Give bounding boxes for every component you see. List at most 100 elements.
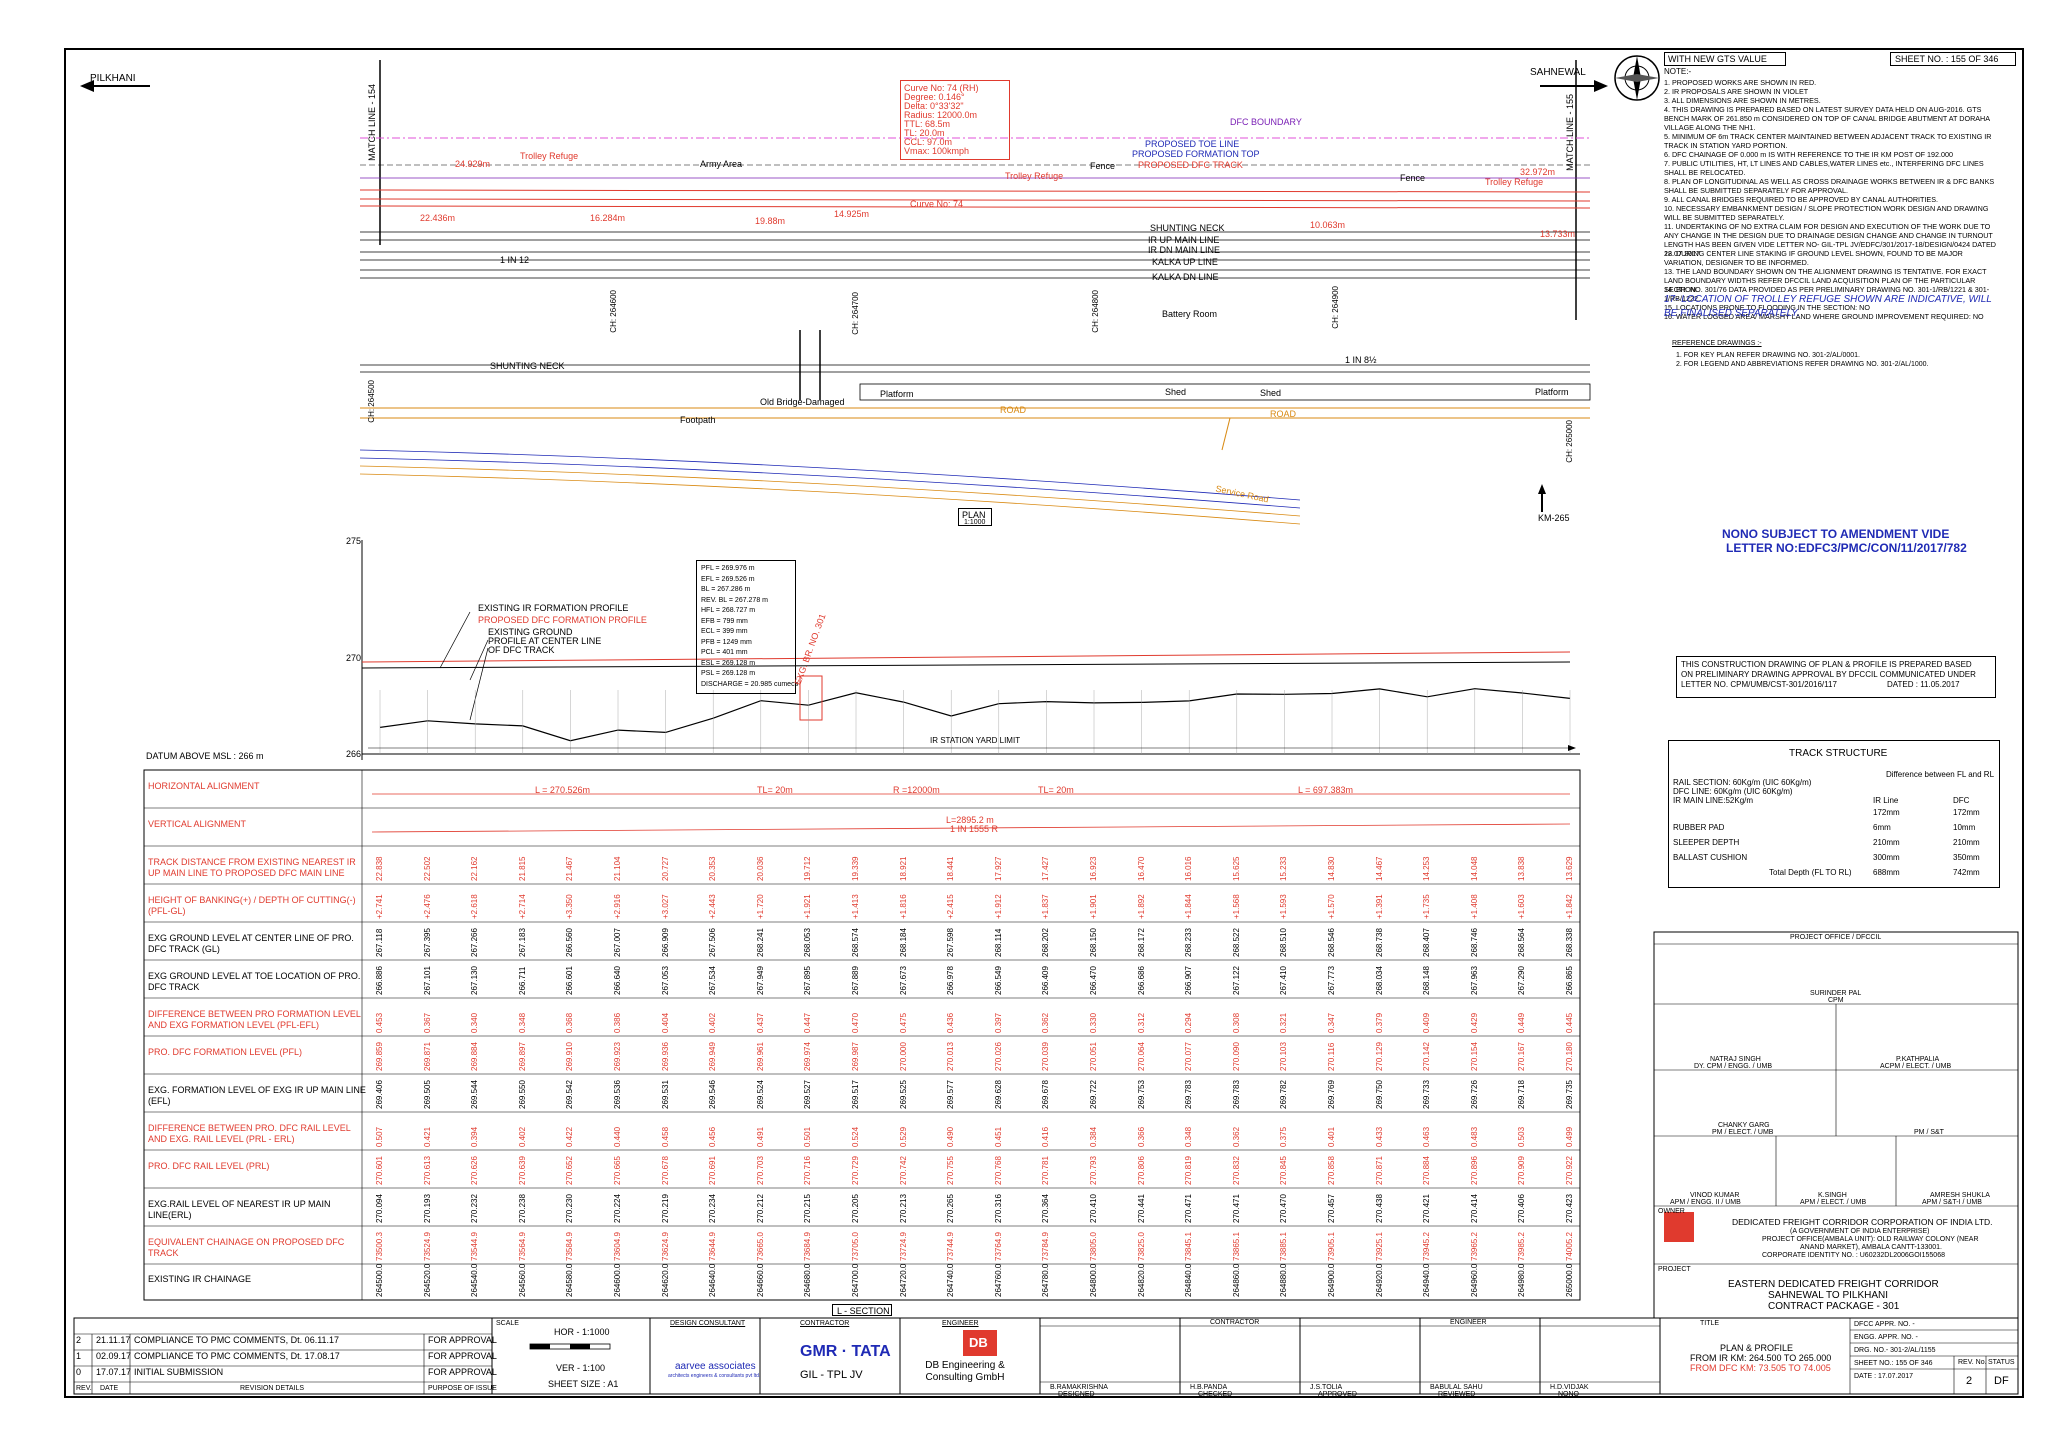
- grid-row-label: EXISTING IR CHAINAGE: [148, 1274, 252, 1284]
- gil-label: GIL - TPL JV: [800, 1369, 863, 1381]
- owner-sub3: ANAND MARKET), AMBALA CANTT-133001.: [1800, 1244, 1942, 1251]
- right-direction-label: SAHNEWAL: [1530, 67, 1586, 78]
- drg-no: DRG. NO.- 301-2/AL/1155: [1854, 1347, 1936, 1354]
- track-structure-row-name: BALLAST CUSHION: [1673, 853, 1748, 862]
- bridge-data-line: BL = 267.286 m: [701, 586, 751, 593]
- project-office: PROJECT OFFICE / DFCCIL: [1790, 934, 1882, 941]
- dim-2: 16.284m: [590, 213, 626, 223]
- ir-up-main-label: IR UP MAIN LINE: [1148, 235, 1220, 245]
- rev-head: REV.: [76, 1385, 92, 1392]
- note-item: 8. PLAN OF LONGITUDINAL AS WELL AS CROSS…: [1664, 177, 1995, 195]
- bridge-data-line: ESL = 269.128 m: [701, 659, 756, 667]
- track-structure-dfc: 742mm: [1953, 868, 1980, 877]
- road-label-2: ROAD: [1270, 409, 1297, 419]
- v-align-1: L=2895.2 m: [946, 815, 994, 825]
- battery-room-label: Battery Room: [1162, 309, 1218, 319]
- legend-dfc-formation: PROPOSED DFC FORMATION PROFILE: [478, 615, 647, 625]
- platform-label-2: Platform: [1535, 387, 1569, 397]
- plan-label-box: PLAN 1:1000: [958, 508, 992, 526]
- toe-line-label: PROPOSED TOE LINE: [1145, 139, 1240, 149]
- note-item: 6. DFC CHAINAGE OF 0.000 m IS WITH REFER…: [1664, 150, 1954, 159]
- bridge-data-box: PFL = 269.976 m EFL = 269.526 m BL = 267.2…: [696, 560, 798, 694]
- platform-label-1: Platform: [880, 389, 914, 399]
- aarvee-sub: architects engineers & consultants pvt l…: [668, 1373, 761, 1379]
- official-pm-st: PM / S&T: [1914, 1129, 1944, 1136]
- scale-ver: VER - 1:100: [556, 1363, 606, 1373]
- db-logo: DB: [969, 1335, 988, 1350]
- title-line2: FROM IR KM: 264.500 TO 265.000: [1690, 1353, 1832, 1363]
- signoff-contractor: CONTRACTOR: [1210, 1319, 1260, 1326]
- note-item: 3. ALL DIMENSIONS ARE SHOWN IN METRES.: [1664, 96, 1821, 105]
- rev-0-purpose: FOR APPROVAL: [428, 1367, 497, 1377]
- bridge-data-line: REV. BL = 267.278 m: [701, 596, 768, 604]
- official-ksingh-role: APM / ELECT. / UMB: [1800, 1199, 1867, 1206]
- project-line1: EASTERN DEDICATED FREIGHT CORRIDOR: [1728, 1279, 1939, 1290]
- grid-row-label: TRACK DISTANCE FROM EXISTING NEAREST IR …: [148, 857, 356, 878]
- grid-row-label: EXG. FORMATION LEVEL OF EXG IR UP MAIN L…: [148, 1085, 366, 1106]
- scale-hor: HOR - 1:1000: [554, 1327, 610, 1337]
- official-chanky-role: PM / ELECT. / UMB: [1712, 1129, 1774, 1136]
- rev-head-date: DATE: [100, 1385, 119, 1392]
- bridge-data-line: EFB = 799 mm: [701, 617, 748, 625]
- note-item: 15. LOCATIONS PRONE TO FLOODING IN THE S…: [1664, 303, 1870, 312]
- track-structure-box: TRACK STRUCTURE RAIL SECTION: 60Kg/m (UI…: [1668, 740, 2000, 888]
- bridge-data-line: EFL = 269.526 m: [701, 575, 755, 583]
- engineer-label: ENGINEER: [942, 1320, 979, 1327]
- rev-1: 1: [76, 1351, 82, 1361]
- shed-label-1: Shed: [1165, 387, 1187, 397]
- km-265-label: KM-265: [1538, 513, 1570, 523]
- dfcc-appr: DFCC APPR. NO. -: [1854, 1321, 1915, 1328]
- note-item: 10. NECESSARY EMBANKMENT DESIGN / SLOPE …: [1664, 204, 1989, 222]
- rev-0: 0: [76, 1367, 82, 1377]
- l-section-box: L - SECTION: [832, 1304, 892, 1316]
- one-in-8-label: 1 IN 8½: [1345, 355, 1377, 365]
- engg-appr: ENGG. APPR. NO. -: [1854, 1334, 1918, 1341]
- owner-sub2: PROJECT OFFICE(AMBALA UNIT): OLD RAILWAY…: [1762, 1236, 1979, 1243]
- nono-stamp-2: LETTER NO:EDFC3/PMC/CON/11/2017/782: [1726, 541, 1967, 555]
- signoff-role: NONO: [1558, 1391, 1579, 1398]
- bridge-data-line: PFL = 269.976 m: [701, 565, 755, 572]
- shunting-neck-bottom: SHUNTING NECK: [490, 361, 565, 371]
- curve74-label: Curve No: 74: [910, 199, 964, 209]
- dim-3: 19.88m: [755, 216, 786, 226]
- note-item: 12. DURING CENTER LINE STAKING IF GROUND…: [1664, 249, 1963, 267]
- official-vinod: VINOD KUMAR: [1690, 1192, 1740, 1199]
- rev-head-purpose: PURPOSE OF ISSUE: [428, 1385, 497, 1392]
- dim-1: 22.436m: [420, 213, 456, 223]
- title-label: TITLE: [1700, 1320, 1720, 1327]
- construction-note-box: THIS CONSTRUCTION DRAWING OF PLAN & PROF…: [1676, 656, 1996, 698]
- signoff-role: CHECKED: [1198, 1391, 1233, 1398]
- signoff-engineer: ENGINEER: [1450, 1319, 1487, 1326]
- official-natraj: NATRAJ SINGH: [1710, 1056, 1761, 1063]
- nono-stamp-1: NONO SUBJECT TO AMENDMENT VIDE: [1722, 527, 1950, 541]
- rev-no-label: REV. No.: [1958, 1359, 1987, 1366]
- grid-row-label: DIFFERENCE BETWEEN PRO. DFC RAIL LEVEL A…: [148, 1123, 351, 1144]
- legend-ground: EXISTING GROUND PROFILE AT CENTER LINE O…: [488, 627, 602, 655]
- note-item: 9. ALL CANAL BRIDGES REQUIRED TO BE APPR…: [1664, 195, 1939, 204]
- track-structure-dfc: 210mm: [1953, 838, 1980, 847]
- trolley-refuge-1: Trolley Refuge: [520, 151, 579, 161]
- official-kathpalia-role: ACPM / ELECT. / UMB: [1880, 1063, 1952, 1070]
- v-align-2: 1 IN 1555 R: [950, 824, 999, 834]
- db-label: DB Engineering & Consulting GmbH: [925, 1360, 1005, 1383]
- track-structure-dfc: 10mm: [1953, 823, 1976, 832]
- rev-2-date: 21.11.17: [96, 1335, 131, 1345]
- bridge-data-line: PFB = 1249 mm: [701, 638, 752, 646]
- rev-no: 2: [1966, 1375, 1973, 1387]
- official-surinder: SURINDER PAL: [1810, 990, 1862, 997]
- trolley-refuge-2: Trolley Refuge: [1005, 171, 1064, 181]
- ref-1: 1. FOR KEY PLAN REFER DRAWING NO. 301-2/…: [1676, 352, 1861, 359]
- bridge-data-line: PSL = 269.128 m: [701, 670, 756, 677]
- gts-box: WITH NEW GTS VALUE: [1664, 52, 1786, 66]
- contractor-label: CONTRACTOR: [800, 1320, 850, 1327]
- ir-dn-main-label: IR DN MAIN LINE: [1148, 245, 1221, 255]
- rev-1-purpose: FOR APPROVAL: [428, 1351, 497, 1361]
- rev-2: 2: [76, 1335, 82, 1345]
- dim-4: 24.929m: [455, 159, 491, 169]
- kalka-dn-label: KALKA DN LINE: [1152, 272, 1219, 282]
- profile-y-266: 266: [346, 749, 362, 759]
